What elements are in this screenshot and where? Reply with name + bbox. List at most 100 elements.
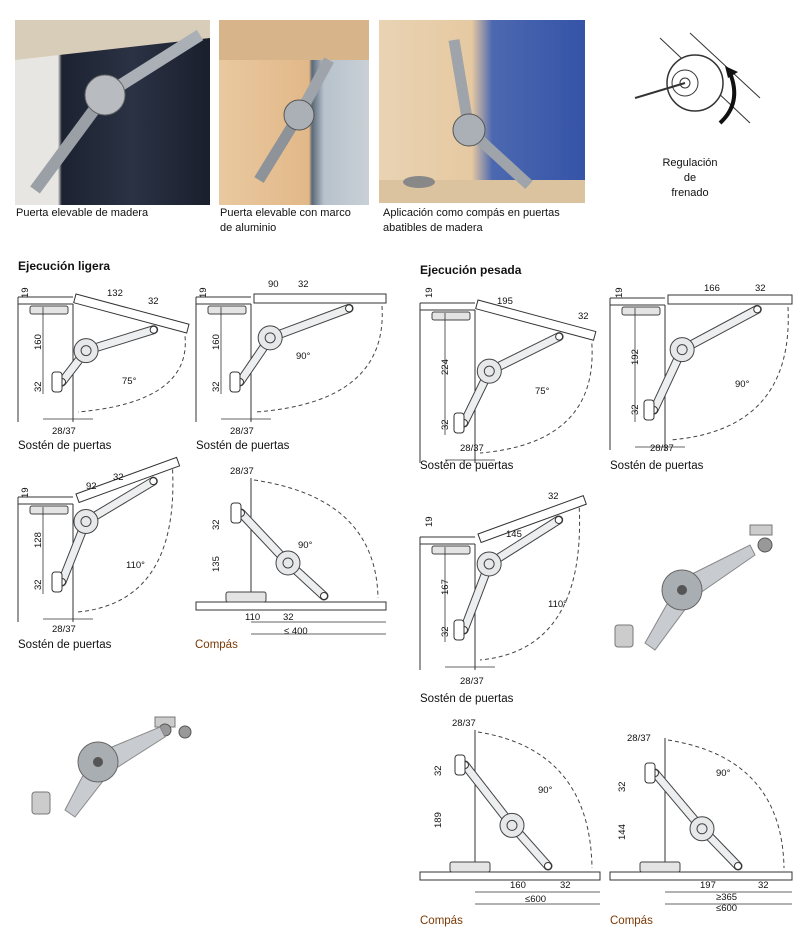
arm-outline [235,303,354,387]
pivot [554,515,563,524]
dimension-label: 160 [33,334,44,350]
arm-hub-center [264,332,276,344]
dimension-label: ≥365 [716,892,738,903]
arm-hub-center [80,516,92,528]
pivot [734,862,742,870]
dimension-label: 32 [755,283,766,294]
dimension-label: 90° [735,379,750,390]
dimension-label: 19 [424,516,435,527]
dimension-label: 28/37 [460,676,484,687]
dimension-label: 19 [198,287,209,298]
dimension-label: 75° [535,386,550,397]
arm-hub-center [80,345,92,357]
dimension-label: 224 [440,359,451,375]
dimension-label: 32 [113,472,124,483]
opening-arc [77,336,186,413]
dimension-label: 32 [548,491,559,502]
dimension-label: 32 [211,519,222,530]
dimension-label: 32 [211,381,222,392]
arm-hub [669,337,695,363]
mounting-plate [453,412,465,434]
opening-arc [77,469,174,613]
door-panel [75,456,181,504]
door-panel [477,495,587,544]
arm-outline [649,304,762,415]
door-panel [667,294,793,305]
diagram-caption-compas: Compás [610,915,653,927]
dimension-label: 32 [578,311,589,322]
caption-line: Puerta elevable con marco [220,207,351,219]
photo-caption-1: Puerta elevable de madera [16,207,149,219]
dimension-label: 28/37 [452,718,476,729]
door-panel [73,293,190,334]
dimension-label: 32 [560,880,571,891]
dimension-label: 135 [211,556,222,572]
dimension-label: 92 [86,481,97,492]
pivot [149,477,158,486]
photo-wooden-lift-door [15,20,210,205]
hinge-plate [449,861,491,873]
mounting-plate [230,502,242,524]
dimension-label: 32 [298,279,309,290]
arm-hub [476,551,502,577]
brake-adjustment-illustration [630,28,765,133]
opening-arc [253,479,379,599]
dimension-label: 19 [20,287,31,298]
dimension-label: 197 [700,880,716,891]
mounting-plate [51,371,63,393]
arm-hub [73,338,99,364]
arm-hub-center [676,344,688,356]
dimension-label: 160 [510,880,526,891]
dimension-label: 19 [614,287,625,298]
dimension-label: 160 [211,334,222,350]
dimension-label: 32 [617,781,628,792]
dimension-label: 110 [245,612,261,623]
opening-arc [479,507,581,661]
dimension-label: 32 [630,404,641,415]
dimension-label: 28/37 [230,426,254,437]
arm-outline [459,332,564,428]
arm-hub [275,550,301,576]
mounting-plate [229,371,241,393]
section-title-ligera: Ejecución ligera [18,259,111,273]
arm [650,305,761,414]
opening-arc [477,731,593,869]
arm-hub-center [483,558,495,570]
pivot [555,332,564,341]
caption-line: de aluminio [220,222,277,234]
dimension-label: 19 [424,287,435,298]
dimension-label: 32 [33,579,44,590]
pivot [345,304,354,313]
hinge-plate [621,306,661,316]
diagram-caption-compas: Compás [420,915,463,927]
pivot [753,305,762,314]
dimension-label: 75° [122,376,137,387]
diagram-caption-compas: Compás [195,639,238,651]
dimension-label: 28/37 [52,426,76,437]
opening-arc [255,305,383,413]
dimension-label: 90° [298,540,313,551]
hinge-plate [639,861,681,873]
dimension-label: 32 [433,765,444,776]
mounting-plate [454,754,466,776]
arm-hub-center [696,823,708,835]
pivot [320,592,328,600]
dimension-label: 28/37 [460,443,484,454]
diagram-caption-door-stay: Sostén de puertas [610,460,704,472]
dimension-label: 32 [33,381,44,392]
arm-hub [689,816,715,842]
diagram-caption-door-stay: Sostén de puertas [420,460,514,472]
opening-arc [479,343,593,454]
dimension-label: 32 [148,296,159,307]
dimension-label: 145 [506,529,522,540]
product-render-light [20,712,210,822]
dimension-label: 167 [440,579,451,595]
caption-line: Aplicación como compás en puertas [383,207,560,219]
opening-arc [669,306,789,441]
dimension-label: 28/37 [650,443,674,454]
dimension-label: 195 [497,296,513,307]
mounting-plate [453,619,465,641]
